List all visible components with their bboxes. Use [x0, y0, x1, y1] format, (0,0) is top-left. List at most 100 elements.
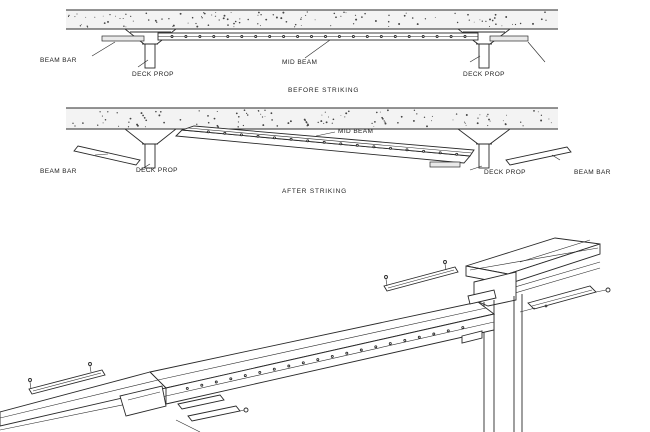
- iso-bracket-right: [519, 285, 611, 313]
- right-prop-label-before: DECK PROP: [463, 71, 505, 78]
- concrete-aggregate-dot: [364, 12, 366, 15]
- beam-bolt-hole: [223, 131, 227, 135]
- beam-bolt-hole: [405, 148, 409, 152]
- concrete-aggregate-dot: [340, 15, 342, 17]
- concrete-aggregate-dot: [132, 20, 134, 22]
- concrete-aggregate-dot: [423, 116, 426, 118]
- concrete-aggregate-dot: [262, 124, 265, 127]
- concrete-aggregate-dot: [481, 20, 483, 22]
- beam-bolt-hole: [310, 35, 313, 38]
- concrete-aggregate-dot: [237, 115, 240, 118]
- concrete-aggregate-dot: [201, 16, 202, 18]
- concrete-aggregate-dot: [127, 126, 130, 128]
- concrete-aggregate-dot: [163, 121, 165, 124]
- concrete-aggregate-dot: [239, 18, 241, 20]
- concrete-aggregate-dot: [261, 116, 264, 118]
- beam-bolt-hole: [268, 35, 272, 38]
- beam-bolt-hole: [374, 345, 378, 349]
- beam-bolt-hole: [322, 140, 326, 144]
- concrete-aggregate-dot: [172, 26, 174, 28]
- beam-bar-right-after: [505, 146, 572, 166]
- concrete-aggregate-dot: [294, 23, 297, 26]
- concrete-aggregate-dot: [82, 122, 84, 124]
- beam-bolt-hole: [272, 367, 276, 371]
- concrete-aggregate-dot: [400, 115, 403, 118]
- concrete-aggregate-dot: [320, 120, 323, 123]
- concrete-aggregate-dot: [504, 123, 507, 126]
- beam-bolt-hole: [379, 35, 383, 38]
- concrete-aggregate-dot: [388, 25, 390, 28]
- concrete-aggregate-dot: [485, 20, 487, 23]
- concrete-aggregate-dot: [129, 117, 132, 120]
- concrete-aggregate-dot: [300, 17, 302, 19]
- concrete-aggregate-dot: [465, 114, 468, 116]
- concrete-aggregate-dot: [323, 122, 325, 124]
- concrete-aggregate-dot: [271, 119, 273, 121]
- concrete-aggregate-dot: [548, 118, 550, 120]
- concrete-aggregate-dot: [276, 125, 279, 127]
- beam-bolt-hole: [359, 348, 363, 352]
- beam-bolt-hole: [287, 364, 291, 368]
- beam-bolt-hole: [339, 142, 343, 146]
- concrete-aggregate-dot: [79, 25, 82, 27]
- concrete-aggregate-dot: [143, 117, 146, 119]
- concrete-aggregate-dot: [97, 124, 99, 126]
- concrete-aggregate-dot: [345, 12, 347, 14]
- concrete-aggregate-dot: [340, 114, 342, 116]
- concrete-aggregate-dot: [330, 25, 332, 27]
- concrete-aggregate-dot: [347, 110, 350, 113]
- concrete-aggregate-dot: [191, 16, 194, 19]
- concrete-aggregate-dot: [215, 12, 217, 13]
- beam-bolt-hole: [239, 133, 243, 137]
- concrete-aggregate-dot: [354, 14, 357, 16]
- concrete-aggregate-dot: [94, 16, 96, 18]
- beam-bar-label-before: BEAM BAR: [40, 57, 77, 64]
- mid-beam-label-after: MID BEAM: [338, 128, 373, 135]
- concrete-aggregate-dot: [196, 25, 199, 28]
- concrete-aggregate-dot: [456, 21, 459, 24]
- concrete-aggregate-dot: [375, 111, 378, 114]
- concrete-aggregate-dot: [238, 21, 241, 24]
- concrete-aggregate-dot: [107, 20, 109, 23]
- beam-bolt-hole: [254, 35, 258, 38]
- concrete-aggregate-dot: [107, 111, 109, 113]
- beam-bolt-hole: [461, 326, 465, 330]
- concrete-aggregate-dot: [234, 20, 237, 23]
- beam-bolt-hole: [337, 35, 341, 38]
- concrete-aggregate-dot: [179, 12, 182, 15]
- concrete-aggregate-dot: [235, 112, 238, 115]
- beam-bolt-hole: [258, 370, 262, 374]
- beam-bolt-hole: [301, 361, 305, 365]
- concrete-aggregate-dot: [381, 116, 383, 119]
- concrete-aggregate-dot: [382, 118, 384, 120]
- beam-bolt-hole: [212, 35, 216, 38]
- concrete-aggregate-dot: [384, 121, 386, 123]
- concrete-aggregate-dot: [300, 18, 302, 20]
- concrete-aggregate-dot: [540, 119, 543, 122]
- beam-bolt-hole: [435, 35, 439, 38]
- mid-beam-after: [175, 125, 475, 168]
- beam-bolt-hole: [316, 358, 320, 362]
- concrete-aggregate-dot: [289, 120, 292, 123]
- concrete-aggregate-dot: [405, 12, 407, 14]
- concrete-aggregate-dot: [85, 16, 87, 18]
- right-prop-label-after: DECK PROP: [484, 169, 526, 176]
- beam-bolt-hole: [185, 386, 189, 390]
- deck-prop-right-after: [456, 128, 512, 169]
- beam-bolt-hole: [438, 151, 442, 155]
- concrete-aggregate-dot: [493, 17, 496, 19]
- concrete-aggregate-dot: [215, 15, 217, 17]
- concrete-aggregate-dot: [371, 122, 373, 125]
- concrete-aggregate-dot: [412, 119, 415, 122]
- concrete-aggregate-dot: [476, 122, 479, 125]
- concrete-aggregate-dot: [352, 23, 355, 25]
- concrete-aggregate-dot: [258, 11, 260, 14]
- concrete-aggregate-dot: [465, 124, 467, 126]
- beam-bolt-hole: [170, 35, 174, 38]
- left-prop-label-before: DECK PROP: [132, 71, 174, 78]
- beam-bolt-hole: [463, 35, 467, 38]
- concrete-aggregate-dot: [345, 112, 348, 115]
- concrete-aggregate-dot: [259, 25, 261, 27]
- concrete-aggregate-dot: [102, 15, 104, 17]
- concrete-aggregate-dot: [114, 15, 116, 17]
